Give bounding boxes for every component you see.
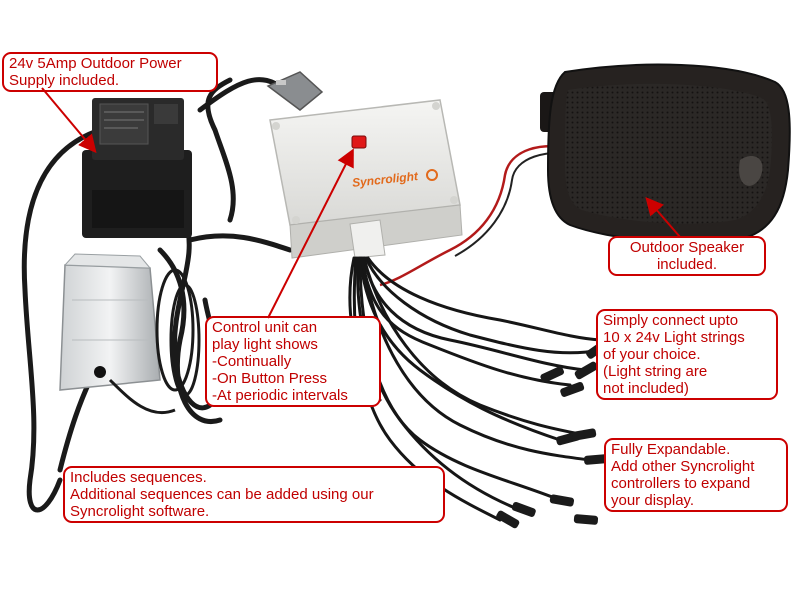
outdoor-speaker xyxy=(540,63,791,244)
trigger-button xyxy=(351,135,367,149)
light-string-connectors xyxy=(496,340,609,529)
control-unit-enclosure: Syncrolight xyxy=(269,99,463,259)
speaker-callout: Outdoor Speaker included. xyxy=(608,236,766,276)
power-supply-transformer xyxy=(82,98,192,238)
power-supply-callout: 24v 5Amp Outdoor Power Supply included. xyxy=(2,52,218,92)
expandable-callout: Fully Expandable. Add other Syncrolight … xyxy=(604,438,788,512)
control-unit-callout: Control unit can play light shows -Conti… xyxy=(205,316,381,407)
data-cable-coil xyxy=(108,268,201,415)
brand-logo: Syncrolight xyxy=(351,169,419,190)
aluminium-controller xyxy=(59,253,161,391)
sequences-callout: Includes sequences. Additional sequences… xyxy=(63,466,445,523)
speaker-cable xyxy=(379,145,581,287)
wall-plug xyxy=(266,71,324,111)
light-strings-callout: Simply connect upto 10 x 24v Light strin… xyxy=(596,309,778,400)
